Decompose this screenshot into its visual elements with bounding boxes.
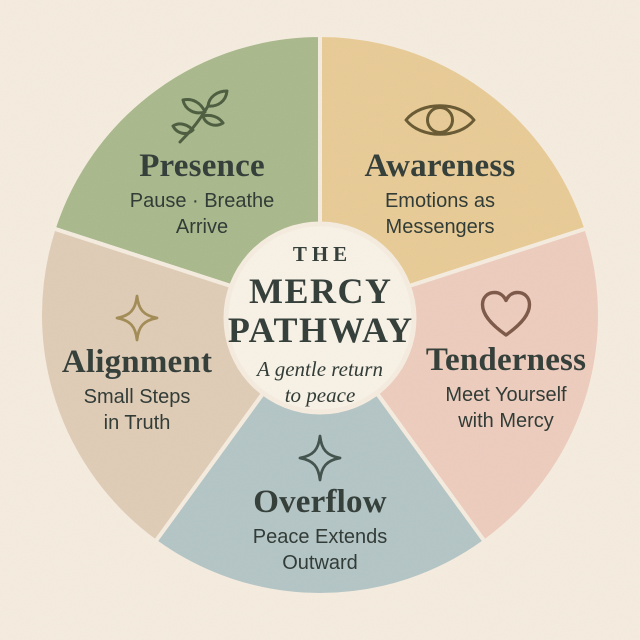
segment-title-overflow: Overflow: [253, 484, 387, 520]
segment-title-awareness: Awareness: [364, 148, 516, 184]
center-label: THE MERCY PATHWAY A gentle return to pea…: [200, 242, 440, 408]
segment-subtitle-line: Peace Extends: [252, 525, 388, 548]
sparkle-icon: [115, 294, 159, 342]
center-title-line2: PATHWAY: [227, 309, 414, 350]
center-kicker: THE: [292, 242, 353, 266]
heart-icon: [480, 290, 532, 337]
segment-subtitle-line: Arrive: [175, 215, 229, 238]
center-title-line1: MERCY: [249, 271, 393, 312]
segment-title-presence: Presence: [139, 148, 265, 184]
segment-subtitle-line: Messengers: [385, 215, 495, 238]
segment-presence: Presence Pause · Breathe Arrive: [82, 88, 322, 240]
center-tagline-line2: to peace: [284, 382, 356, 407]
segment-awareness: Awareness Emotions as Messengers: [320, 94, 560, 240]
branch-icon: [171, 89, 229, 144]
segment-subtitle-line: with Mercy: [458, 409, 554, 432]
segment-overflow: Overflow Peace Extends Outward: [200, 434, 440, 576]
sparkle-icon: [298, 434, 342, 482]
segment-subtitle-line: Pause · Breathe: [129, 189, 275, 212]
center-tagline-line1: A gentle return: [257, 356, 383, 381]
segment-subtitle-line: Emotions as: [384, 189, 496, 212]
segment-subtitle-line: Outward: [282, 551, 358, 574]
segment-subtitle-line: in Truth: [103, 411, 171, 434]
eye-icon: [404, 104, 476, 136]
